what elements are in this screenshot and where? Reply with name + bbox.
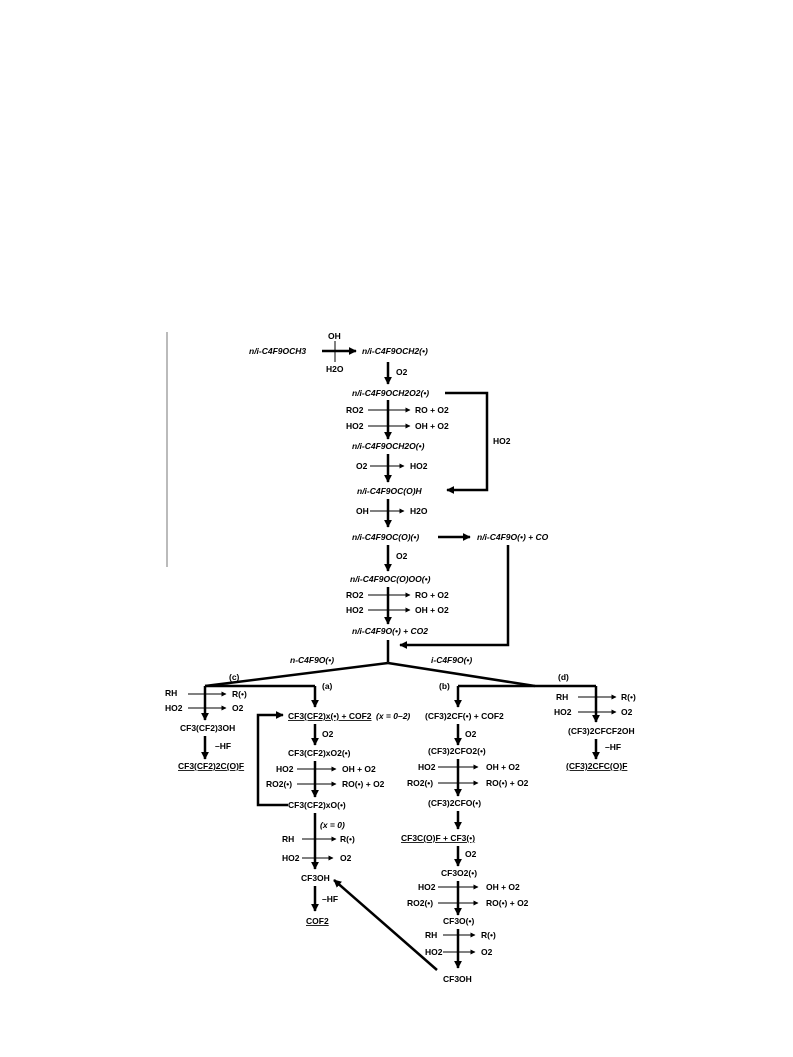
label-i-branch: i-C4F9O(•): [431, 655, 472, 665]
label-h2o-2: H2O: [410, 506, 428, 516]
label-o2-3: O2: [396, 551, 408, 561]
label-formate: n/i-C4F9OC(O)H: [357, 486, 423, 496]
label-rh-d: RH: [556, 692, 568, 702]
branch-line-left: [204, 661, 389, 688]
label-a-range: (x = 0–2): [376, 711, 410, 721]
label-rh-a: RH: [282, 834, 294, 844]
label-b-radical: (CF3)2CF(•) + COF2: [425, 711, 504, 721]
label-ho2-c: HO2: [165, 703, 183, 713]
label-ho2-a2: HO2: [282, 853, 300, 863]
label-a: (a): [322, 681, 333, 691]
label-ro2-2: RO2: [346, 590, 364, 600]
label-ro-o2-b2: RO(•) + O2: [486, 898, 529, 908]
label-a-o-radical: CF3(CF2)xO(•): [288, 800, 346, 810]
label-ch2o-radical: n/i-C4F9OCH2O(•): [352, 441, 425, 451]
label-b-o: (CF3)2CFO(•): [428, 798, 481, 808]
label-rh-b: RH: [425, 930, 437, 940]
label-ho2-b: HO2: [418, 762, 436, 772]
label-o2-d: O2: [621, 707, 633, 717]
label-r-d: R(•): [621, 692, 636, 702]
branch-line-right: [387, 661, 536, 688]
label-c: (c): [229, 672, 240, 682]
label-oh-o2-b: OH + O2: [486, 762, 520, 772]
arrow-ho2-bypass: [445, 391, 489, 495]
label-c-product: CF3(CF2)2C(O)F: [178, 761, 244, 771]
label-o2-a: O2: [322, 729, 334, 739]
label-ro2-b2: RO2(•): [407, 898, 433, 908]
label-oh-o2-b2: OH + O2: [486, 882, 520, 892]
label-b-o2: (CF3)2CFO2(•): [428, 746, 486, 756]
label-r-a: R(•): [340, 834, 355, 844]
label-ho2-3: HO2: [346, 605, 364, 615]
label-oh-o2-a: OH + O2: [342, 764, 376, 774]
label-c4f9o-co: n/i-C4F9O(•) + CO: [477, 532, 549, 542]
label-o2-2: O2: [356, 461, 368, 471]
label-o2-a2: O2: [340, 853, 352, 863]
label-cf3o: CF3O(•): [443, 916, 474, 926]
label-d-oh: (CF3)2CFCF2OH: [568, 726, 635, 736]
label-n-branch: n-C4F9O(•): [290, 655, 334, 665]
label-start: n/i-C4F9OCH3: [249, 346, 306, 356]
label-oh-o2-2: OH + O2: [415, 605, 449, 615]
label-cooo-radical: n/i-C4F9OC(O)OO(•): [350, 574, 431, 584]
label-rh-c: RH: [165, 688, 177, 698]
label-ro-o2-2: RO + O2: [415, 590, 449, 600]
label-ro-o2-b: RO(•) + O2: [486, 778, 529, 788]
label-x0: (x = 0): [320, 820, 345, 830]
label-ro2-b: RO2(•): [407, 778, 433, 788]
label-d: (d): [558, 672, 569, 682]
label-oh-reagent: OH: [328, 331, 341, 341]
label-r-c: R(•): [232, 689, 247, 699]
label-o2-b2: O2: [465, 849, 477, 859]
label-o2-b: O2: [465, 729, 477, 739]
arrow-cf3oh-return: [333, 879, 438, 971]
label-ch2o2-radical: n/i-C4F9OCH2O2(•): [352, 388, 429, 398]
label-ro-o2-1: RO + O2: [415, 405, 449, 415]
label-hf-c: –HF: [215, 741, 231, 751]
label-o2-1: O2: [396, 367, 408, 377]
label-a-o2-radical: CF3(CF2)xO2(•): [288, 748, 351, 758]
label-ho2-bypass: HO2: [493, 436, 511, 446]
label-cf3o2: CF3O2(•): [441, 868, 477, 878]
label-ho2-a: HO2: [276, 764, 294, 774]
label-b-split: CF3C(O)F + CF3(•): [401, 833, 475, 843]
label-ho2-d: HO2: [554, 707, 572, 717]
label-ro-o2-a: RO(•) + O2: [342, 779, 385, 789]
label-co-radical: n/i-C4F9OC(O)(•): [352, 532, 419, 542]
arrow-co-return: [399, 545, 510, 650]
label-d-product: (CF3)2CFC(O)F: [566, 761, 627, 771]
label-a-radical: CF3(CF2)x(•) + COF2: [288, 711, 372, 721]
label-hf-d: –HF: [605, 742, 621, 752]
label-oh-2: OH: [356, 506, 369, 516]
arrow-a-loop: [256, 710, 288, 807]
label-r-b: R(•): [481, 930, 496, 940]
label-ho2-b3: HO2: [425, 947, 443, 957]
label-ro2-a: RO2(•): [266, 779, 292, 789]
label-ho2-2: HO2: [410, 461, 428, 471]
label-c-oh: CF3(CF2)3OH: [180, 723, 235, 733]
label-h2o-product: H2O: [326, 364, 344, 374]
label-o2-b3: O2: [481, 947, 493, 957]
label-cf3oh-a: CF3OH: [301, 873, 330, 883]
label-ch2-radical: n/i-C4F9OCH2(•): [362, 346, 428, 356]
label-hf-a: –HF: [322, 894, 338, 904]
label-o2-c: O2: [232, 703, 244, 713]
label-cof2: COF2: [306, 916, 329, 926]
label-ro2-1: RO2: [346, 405, 364, 415]
label-oh-o2-1: OH + O2: [415, 421, 449, 431]
label-ho2-1: HO2: [346, 421, 364, 431]
label-c4f9o-co2: n/i-C4F9O(•) + CO2: [352, 626, 428, 636]
label-ho2-b2: HO2: [418, 882, 436, 892]
label-cf3oh-b: CF3OH: [443, 974, 472, 984]
label-b: (b): [439, 681, 450, 691]
